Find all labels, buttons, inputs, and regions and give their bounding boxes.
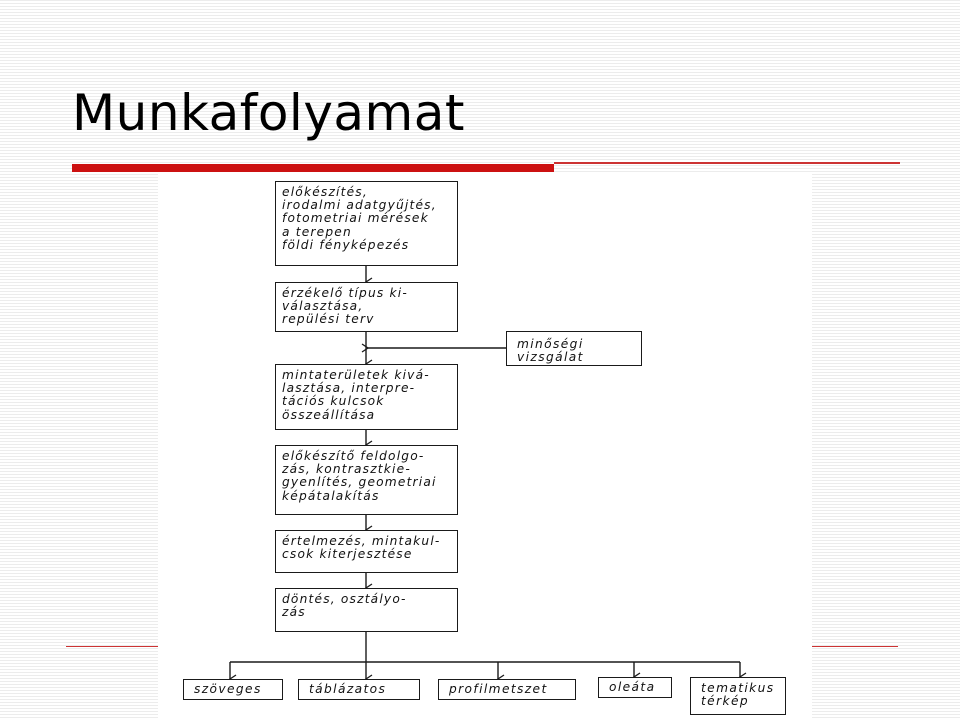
- node-line: zás: [282, 605, 306, 620]
- output-text: szöveges: [183, 679, 283, 700]
- footer-rule-left: [66, 646, 158, 647]
- node-line: földi fényképezés: [282, 237, 410, 252]
- node-line: irodalmi adatgyűjtés,: [282, 198, 437, 213]
- node-line: térkép: [701, 694, 749, 709]
- output-thematic-map: tematikus térkép: [690, 677, 786, 715]
- node-line: profilmetszet: [449, 682, 548, 696]
- title-rule-line: [554, 162, 900, 164]
- node-line: szöveges: [194, 682, 262, 696]
- step-classification: döntés, osztályo- zás: [275, 588, 458, 632]
- node-line: fotometriai mérések: [282, 211, 429, 226]
- node-line: tációs kulcsok: [282, 394, 385, 409]
- node-line: oleáta: [609, 680, 656, 694]
- step-interpretation: értelmezés, mintakul- csok kiterjesztése: [275, 530, 458, 573]
- node-line: vizsgálat: [517, 350, 584, 365]
- footer-rule-right: [812, 646, 898, 647]
- output-overlay: oleáta: [598, 677, 672, 698]
- node-line: minőségi: [517, 337, 584, 351]
- step-sensor-selection: érzékelő típus ki- választása, repülési …: [275, 282, 458, 332]
- output-profile: profilmetszet: [438, 679, 576, 700]
- node-line: a terepen: [282, 224, 352, 239]
- node-line: csok kiterjesztése: [282, 547, 413, 562]
- slide-title: Munkafolyamat: [72, 84, 465, 142]
- step-preprocessing: előkészítő feldolgo- zás, kontrasztkie- …: [275, 445, 458, 515]
- step-quality-check: minőségi vizsgálat: [506, 331, 642, 366]
- output-table: táblázatos: [298, 679, 420, 700]
- node-line: értelmezés, mintakul-: [282, 534, 441, 548]
- node-line: repülési terv: [282, 312, 375, 327]
- node-line: mintaterületek kivá-: [282, 368, 430, 382]
- step-sample-areas: mintaterületek kivá- lasztása, interpre-…: [275, 364, 458, 430]
- node-line: tematikus: [701, 681, 775, 695]
- node-line: képátalakítás: [282, 488, 380, 503]
- node-line: érzékelő típus ki-: [282, 286, 408, 300]
- node-line: előkészítés,: [282, 185, 368, 199]
- flowchart-connectors: [228, 266, 747, 684]
- node-line: összeállítása: [282, 407, 376, 422]
- step-preparation: előkészítés, irodalmi adatgyűjtés, fotom…: [275, 181, 458, 266]
- node-line: gyenlítés, geometriai: [282, 475, 437, 490]
- node-line: zás, kontrasztkie-: [282, 462, 411, 477]
- node-line: előkészítő feldolgo-: [282, 449, 425, 463]
- node-line: lasztása, interpre-: [282, 381, 416, 396]
- node-line: választása,: [282, 299, 364, 314]
- title-accent-bar: [72, 164, 554, 172]
- node-line: táblázatos: [309, 682, 387, 696]
- flowchart-scan: előkészítés, irodalmi adatgyűjtés, fotom…: [158, 172, 812, 720]
- node-line: döntés, osztályo-: [282, 592, 407, 606]
